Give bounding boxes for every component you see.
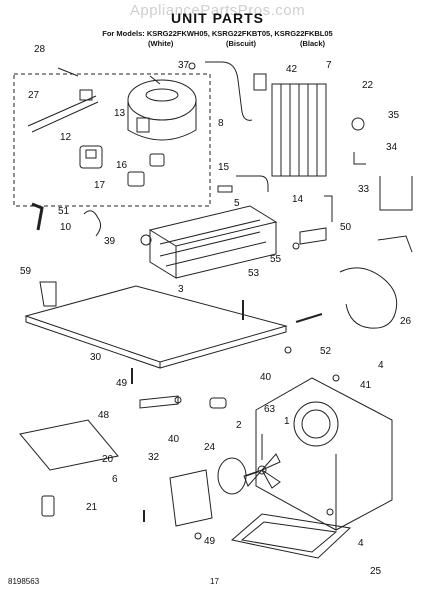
part-49-screw-lower — [194, 532, 202, 540]
callout-37: 37 — [178, 60, 190, 71]
callout-63: 63 — [264, 404, 276, 415]
callout-40: 40 — [168, 434, 180, 445]
part-3-condenser-coil — [148, 205, 278, 279]
callout-20: 20 — [102, 454, 114, 465]
part-34-clip — [353, 152, 366, 165]
part-42-drier — [253, 73, 267, 91]
part-30-base-frame — [24, 285, 288, 369]
callout-4: 4 — [378, 360, 384, 371]
callout-39: 39 — [104, 236, 116, 247]
part-21-leveling-foot — [41, 495, 55, 517]
page-number: 17 — [210, 577, 219, 586]
callout-6: 6 — [112, 474, 118, 485]
part-2-fan-blade — [243, 453, 281, 489]
callout-1: 1 — [284, 416, 290, 427]
part-32-motor-bracket — [169, 469, 213, 527]
part-48-bracket — [139, 395, 179, 409]
variant-biscuit: (Biscuit) — [226, 39, 256, 48]
callout-59: 59 — [20, 266, 32, 277]
part-17-grommet — [127, 171, 145, 187]
part-4-screw-lower — [326, 508, 334, 516]
part-33-bracket — [379, 176, 413, 211]
callout-52: 52 — [320, 346, 332, 357]
callout-8: 8 — [218, 118, 224, 129]
variant-white: (White) — [148, 39, 174, 48]
callout-14: 14 — [292, 194, 304, 205]
part-51-strap — [31, 202, 44, 231]
callout-17: 17 — [94, 180, 106, 191]
part-7-condenser — [271, 83, 327, 177]
page-title: UNIT PARTS — [171, 10, 264, 26]
part-12-overload — [79, 145, 103, 169]
part-37-screw — [188, 62, 196, 70]
callout-48: 48 — [98, 410, 110, 421]
callout-10: 10 — [60, 222, 72, 233]
part-35-grommet — [351, 117, 365, 131]
part-4-screw — [332, 374, 340, 382]
part-24-fan-motor — [217, 457, 259, 495]
callout-30: 30 — [90, 352, 102, 363]
part-52-pin — [295, 313, 323, 323]
part-27-relay-capacitor — [27, 89, 99, 133]
callout-25: 25 — [370, 566, 382, 577]
callout-3: 3 — [178, 284, 184, 295]
part-63-nut — [209, 397, 227, 409]
callout-2: 2 — [236, 420, 242, 431]
part-55-screw — [292, 242, 300, 250]
part-15-tube — [236, 175, 269, 192]
part-14-bracket — [324, 195, 333, 222]
callout-22: 22 — [362, 80, 374, 91]
part-13-compressor — [127, 75, 197, 141]
callout-16: 16 — [116, 160, 128, 171]
callout-28: 28 — [34, 44, 46, 55]
callout-49: 49 — [116, 378, 128, 389]
callout-5: 5 — [234, 198, 240, 209]
callout-41: 41 — [360, 380, 372, 391]
part-10-wire — [83, 210, 102, 237]
callout-42: 42 — [286, 64, 298, 75]
part-25-drain-pan — [230, 513, 352, 559]
part-20-cover-plate — [19, 419, 119, 471]
watermark: AppliancePartsPros.com — [129, 2, 306, 19]
callout-7: 7 — [326, 60, 332, 71]
callout-49: 49 — [204, 536, 216, 547]
callout-50: 50 — [340, 222, 352, 233]
part-16-grommet — [149, 153, 165, 167]
part-40-screw — [284, 346, 292, 354]
part-41-fan-shroud — [255, 377, 393, 531]
part-59-bracket — [39, 281, 57, 307]
callout-15: 15 — [218, 162, 230, 173]
variant-black: (Black) — [300, 39, 326, 48]
callout-4: 4 — [358, 538, 364, 549]
callout-35: 35 — [388, 110, 400, 121]
part-26-connector — [377, 235, 413, 253]
callout-51: 51 — [58, 206, 70, 217]
callout-21: 21 — [86, 502, 98, 513]
callout-26: 26 — [400, 316, 412, 327]
part-39-grommet — [140, 234, 152, 246]
callout-55: 55 — [270, 254, 282, 265]
callout-24: 24 — [204, 442, 216, 453]
callout-53: 53 — [248, 268, 260, 279]
callout-33: 33 — [358, 184, 370, 195]
part-50-bracket — [299, 227, 327, 245]
model-list: For Models: KSRG22FKWH05, KSRG22FKBT05, … — [102, 29, 333, 38]
callout-34: 34 — [386, 142, 398, 153]
part-5-clip — [217, 185, 233, 193]
callout-12: 12 — [60, 132, 72, 143]
part-40-screw-lower — [174, 396, 182, 404]
callout-13: 13 — [114, 108, 126, 119]
compressor-group-box — [13, 73, 211, 207]
document-number: 8198563 — [8, 577, 40, 586]
leader-28 — [57, 67, 79, 77]
callout-40: 40 — [260, 372, 272, 383]
callout-32: 32 — [148, 452, 160, 463]
callout-27: 27 — [28, 90, 40, 101]
part-8-tubing — [205, 61, 253, 121]
part-26-wire-harness — [339, 267, 398, 329]
